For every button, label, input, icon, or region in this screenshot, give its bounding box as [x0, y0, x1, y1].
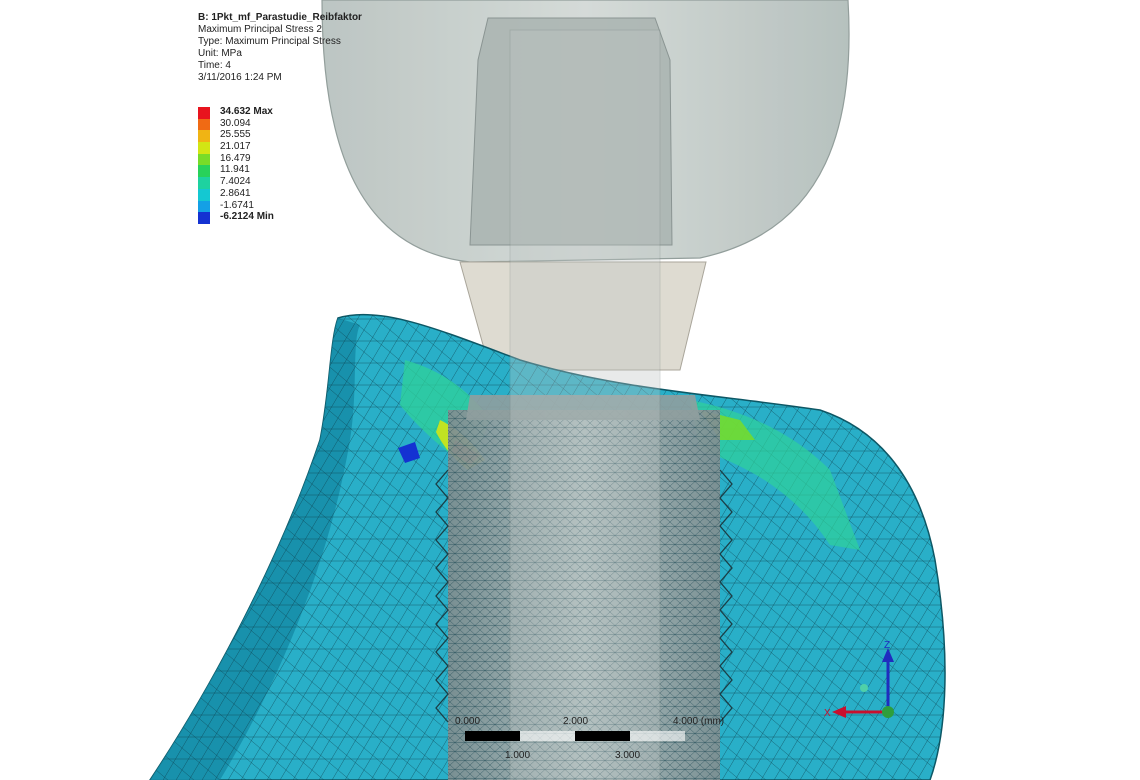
legend-swatch — [198, 107, 210, 119]
y-axis-dot — [882, 706, 894, 718]
legend-label: 7.4024 — [220, 176, 251, 188]
legend-swatch — [198, 177, 210, 189]
abutment-screw — [509, 29, 661, 780]
z-axis-label: Z — [884, 640, 890, 651]
x-axis-label: X — [824, 708, 831, 719]
legend-label: 34.632 Max — [220, 106, 273, 117]
result-date: 3/11/2016 1:24 PM — [198, 72, 282, 83]
legend-swatch — [198, 188, 210, 201]
scale-segment — [575, 731, 630, 741]
legend-label: 11.941 — [220, 164, 250, 176]
scale-label: 0.000 — [455, 716, 481, 727]
legend-label: 30.094 — [220, 117, 251, 129]
scale-label: 4.000 (mm) — [673, 716, 725, 727]
scale-segment — [520, 731, 575, 741]
legend-label: 25.555 — [220, 129, 251, 141]
implant-thread-edges — [435, 469, 733, 723]
legend-swatch — [198, 142, 210, 154]
stress-min-spot — [398, 442, 420, 463]
legend-label: 16.479 — [220, 152, 251, 164]
coordinate-triad-icon[interactable]: Z X — [822, 640, 912, 730]
result-title: B: 1Pkt_mf_Parastudie_Reibfaktor — [198, 12, 362, 23]
legend-swatch — [198, 212, 210, 224]
abutment-core — [469, 17, 673, 246]
legend-swatch — [198, 200, 210, 213]
scale-ruler: 0.000 2.000 4.000 (mm) 1.000 3.000 — [455, 714, 725, 764]
z-axis-arrowhead — [882, 648, 894, 662]
legend-swatch — [198, 153, 210, 166]
scale-label: 1.000 — [505, 750, 531, 761]
legend-swatch — [198, 165, 210, 178]
legend-label: -6.2124 Min — [220, 211, 274, 223]
result-type: Type: Maximum Principal Stress — [198, 36, 341, 47]
result-time: Time: 4 — [198, 60, 231, 71]
legend-label: 2.8641 — [220, 187, 251, 199]
legend-label: 21.017 — [220, 141, 251, 153]
result-name: Maximum Principal Stress 2 — [198, 24, 322, 35]
x-axis-arrowhead — [832, 706, 846, 718]
result-unit: Unit: MPa — [198, 48, 242, 59]
scale-segment — [630, 731, 685, 741]
implant-body — [435, 395, 733, 780]
legend-swatch — [198, 118, 210, 131]
legend-label: -1.6741 — [220, 199, 254, 211]
scale-segment — [465, 731, 520, 741]
legend-swatch — [198, 130, 210, 143]
triad-origin-marker — [860, 684, 868, 692]
scale-label: 2.000 — [563, 716, 589, 727]
scale-label: 3.000 — [615, 750, 641, 761]
abutment-neck — [459, 261, 707, 371]
result-info-panel: B: 1Pkt_mf_Parastudie_Reibfaktor Maximum… — [198, 12, 362, 84]
